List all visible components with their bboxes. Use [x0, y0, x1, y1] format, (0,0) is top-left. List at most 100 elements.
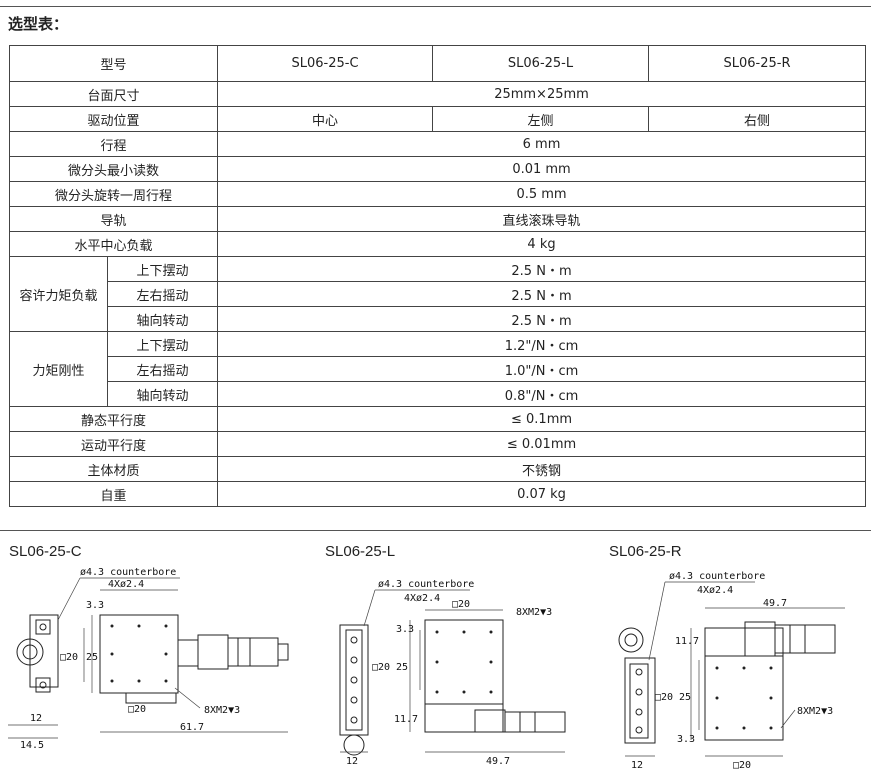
counterbore-label: ø4.3 counterbore — [669, 571, 765, 582]
table-row: 轴向转动 0.8"/N・cm — [10, 381, 867, 407]
table-row: 微分头旋转一周行程 0.5 mm — [8, 181, 867, 207]
row-value: 25mm×25mm — [217, 81, 867, 107]
table-row: 行程 6 mm — [8, 131, 867, 157]
model-header: SL06-25-R — [648, 45, 867, 82]
row-value: 左侧 — [432, 106, 650, 132]
row-label: 型号 — [8, 45, 219, 82]
row-label: 左右摇动 — [106, 281, 219, 307]
table-row: 导轨 直线滚珠导轨 — [8, 206, 867, 232]
mount-block — [339, 624, 369, 736]
sq20-top: □20 — [452, 599, 470, 610]
mount-block — [29, 614, 59, 688]
drawing-l: ø4.3 counterbore 4Xø2.4 □20 8XM2▼3 3.3 □… — [339, 579, 566, 767]
top-rule — [0, 6, 871, 7]
row-value: 1.0"/N・cm — [217, 356, 867, 382]
drawing-c: ø4.3 counterbore 4Xø2.4 8XM2▼3 3.3 25 □2… — [8, 567, 289, 751]
row-label: 微分头旋转一周行程 — [8, 181, 219, 207]
tap-label: 8XM2▼3 — [204, 705, 240, 716]
table-row: 驱动位置 中心 左侧 右侧 — [8, 106, 867, 132]
row-value: 0.01 mm — [217, 156, 867, 182]
stage-top — [704, 655, 784, 741]
row-label: 台面尺寸 — [8, 81, 219, 107]
row-label: 行程 — [8, 131, 219, 157]
dim-49-7: 49.7 — [486, 756, 510, 767]
holes-label: 4Xø2.4 — [108, 579, 144, 590]
table-row: 容许力矩负载 上下摆动 2.5 N・m — [9, 256, 867, 332]
drawing-title-c: SL06-25-C — [9, 543, 82, 560]
table-row: 台面尺寸 25mm×25mm — [8, 81, 867, 107]
drawing-r: ø4.3 counterbore 4Xø2.4 49.7 11.7 □20 25… — [618, 571, 845, 771]
table-row: 静态平行度 ≤ 0.1mm — [8, 406, 867, 432]
row-value: ≤ 0.01mm — [217, 431, 867, 457]
dim-sq20: □20 — [60, 652, 78, 663]
holes-label: 4Xø2.4 — [404, 593, 440, 604]
side-knob — [343, 734, 365, 756]
row-label: 上下摆动 — [106, 256, 219, 282]
row-value: 2.5 N・m — [217, 256, 867, 282]
tap-label: 8XM2▼3 — [516, 607, 552, 618]
dim-12: 12 — [346, 756, 358, 767]
hole-marks — [110, 624, 168, 683]
drawing-title-l: SL06-25-L — [325, 543, 396, 560]
dim-3-3: 3.3 — [396, 624, 414, 635]
group-label: 力矩刚性 — [9, 331, 108, 407]
side-knob — [618, 627, 644, 653]
model-header: SL06-25-C — [217, 45, 434, 82]
row-label: 自重 — [8, 481, 219, 507]
table-row: 力矩刚性 上下摆动 1.2"/N・cm — [9, 331, 867, 407]
table-row: 轴向转动 2.5 N・m — [10, 306, 867, 332]
dim-sq20: □20 — [655, 692, 673, 703]
row-value: 右侧 — [648, 106, 867, 132]
row-value: 1.2"/N・cm — [217, 331, 867, 357]
dim-sq20-bottom: □20 — [128, 704, 146, 715]
row-label: 静态平行度 — [8, 406, 219, 432]
row-label: 微分头最小读数 — [8, 156, 219, 182]
row-label: 轴向转动 — [106, 381, 219, 407]
model-header: SL06-25-L — [432, 45, 650, 82]
dim-25: 25 — [86, 652, 98, 663]
hole-marks — [715, 666, 773, 730]
dim-49-7: 49.7 — [763, 598, 787, 609]
counterbore-label: ø4.3 counterbore — [80, 567, 176, 578]
dim-61-7: 61.7 — [180, 722, 204, 733]
dim-sq20: □20 — [372, 662, 390, 673]
counterbore-label: ø4.3 counterbore — [378, 579, 474, 590]
table-row: 微分头最小读数 0.01 mm — [8, 156, 867, 182]
dim-25: 25 — [396, 662, 408, 673]
table-row: 左右摇动 2.5 N・m — [10, 281, 867, 307]
section-heading: 选型表： — [8, 15, 69, 33]
row-label: 水平中心负载 — [8, 231, 219, 257]
micrometer-thimble — [227, 637, 279, 667]
row-value: 中心 — [217, 106, 434, 132]
row-label: 左右摇动 — [106, 356, 219, 382]
side-knob — [16, 638, 44, 666]
row-value: 2.5 N・m — [217, 306, 867, 332]
dim-12: 12 — [30, 713, 42, 724]
row-value: 0.5 mm — [217, 181, 867, 207]
row-value: 6 mm — [217, 131, 867, 157]
tap-label: 8XM2▼3 — [797, 706, 833, 717]
dim-14-5: 14.5 — [20, 740, 44, 751]
holes-label: 4Xø2.4 — [697, 585, 733, 596]
table-row: 运动平行度 ≤ 0.01mm — [8, 431, 867, 457]
table-row: 左右摇动 1.0"/N・cm — [10, 356, 867, 382]
mount-block — [624, 657, 656, 744]
table-row: 水平中心负载 4 kg — [8, 231, 867, 257]
dim-25: 25 — [679, 692, 691, 703]
row-label: 主体材质 — [8, 456, 219, 482]
row-label: 驱动位置 — [8, 106, 219, 132]
row-value: 0.07 kg — [217, 481, 867, 507]
dim-12: 12 — [631, 760, 643, 771]
row-value: 2.5 N・m — [217, 281, 867, 307]
row-label: 轴向转动 — [106, 306, 219, 332]
group-label: 容许力矩负载 — [9, 256, 108, 332]
table-row: 型号 SL06-25-C SL06-25-L SL06-25-R — [8, 45, 867, 82]
row-label: 运动平行度 — [8, 431, 219, 457]
row-label: 上下摆动 — [106, 331, 219, 357]
row-value: 直线滚珠导轨 — [217, 206, 867, 232]
dim-sq20-bottom: □20 — [733, 760, 751, 771]
row-value: ≤ 0.1mm — [217, 406, 867, 432]
drawing-title-r: SL06-25-R — [609, 543, 682, 560]
section-divider — [0, 530, 871, 531]
row-value: 0.8"/N・cm — [217, 381, 867, 407]
